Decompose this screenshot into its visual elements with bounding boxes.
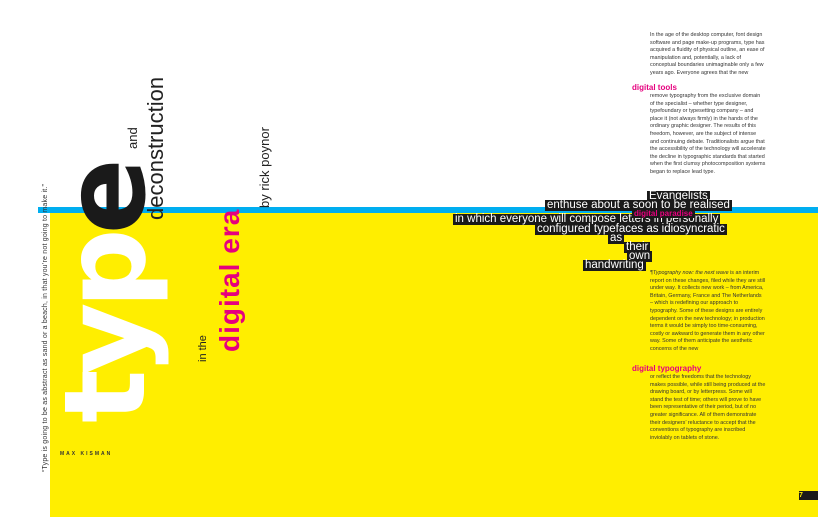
yellow-field <box>50 212 818 517</box>
body-paragraph-4: or reflect the freedoms that the technol… <box>650 374 766 441</box>
title-digital-era: digital era <box>214 208 245 352</box>
page-number: 7 <box>799 492 803 499</box>
band-line: in which everyone will compose letters i… <box>453 213 721 225</box>
band-line: handwriting <box>583 259 646 271</box>
band-line: configured typefaces as idiosyncratic <box>535 223 727 235</box>
body-paragraph-1: In the age of the desktop computer, font… <box>650 32 765 76</box>
heading-digital-paradise: digital paradise <box>632 209 695 218</box>
title-type-part1: typ <box>41 234 171 423</box>
para3-intro: ¶Typography now: the next wave <box>650 270 729 276</box>
quote-author: MAX KISMAN <box>60 451 113 457</box>
band-line: their <box>624 241 651 253</box>
body-paragraph-3: ¶Typography now: the next wave is an int… <box>650 270 766 354</box>
title-deconstruction: deconstruction <box>143 76 168 220</box>
author-byline: by rick poynor <box>257 127 272 208</box>
body-paragraph-2: remove typography from the exclusive dom… <box>650 93 766 175</box>
band-line: Evangelists <box>647 190 710 202</box>
band-line: enthuse about a soon to be realised <box>545 199 732 211</box>
page-number-box <box>799 491 818 500</box>
pull-quote: “Type is going to be as abstract as sand… <box>42 183 49 472</box>
blue-rule <box>38 207 818 213</box>
band-line: as <box>608 232 625 244</box>
band-line: own <box>627 250 653 262</box>
heading-digital-typography: digital typography <box>632 364 702 373</box>
title-and: and <box>125 127 140 149</box>
heading-digital-tools: digital tools <box>632 83 677 92</box>
para3-text: is an interim report on these changes, f… <box>650 270 766 352</box>
title-in-the: in the <box>197 335 209 362</box>
